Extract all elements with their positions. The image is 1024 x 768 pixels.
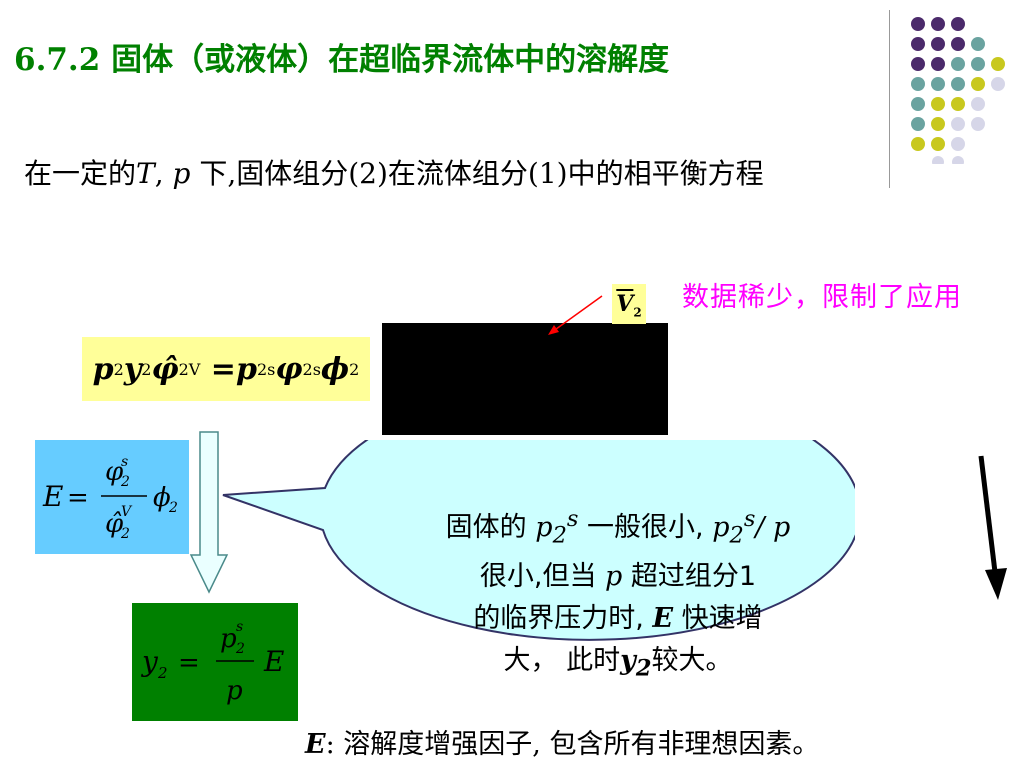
svg-text:2: 2 [120,526,130,542]
molar-volume-symbol: V2 [612,284,646,324]
solubility-formula: y 2 = p 2 s p E [140,619,284,706]
svg-text:E: E [42,480,63,513]
svg-text:φ̂: φ̂ [105,509,124,539]
svg-text:V: V [121,504,133,520]
redacted-box [382,323,668,435]
divider-line [889,10,890,188]
bubble-explanation: 固体的 p2s 一般很小, p2s/ p 很小,但当 p 超过组分1 的临界压力… [398,498,838,690]
bubble-line-2: 很小,但当 p 超过组分1 [479,561,757,593]
slide-title: 6.7.2 固体（或液体）在超临界流体中的溶解度 [14,42,670,78]
solubility-equation: y 2 = p 2 s p E [132,603,298,721]
black-down-arrow-icon [978,455,1007,600]
svg-text:=: = [67,483,89,513]
svg-text:ϕ: ϕ [153,483,171,513]
red-arrow-icon [548,295,603,335]
svg-text:y: y [140,645,159,678]
svg-text:φ: φ [105,457,124,487]
svg-text:2: 2 [168,500,178,516]
bubble-line-4: 大， 此时y2较大。 [503,645,733,682]
svg-text:E: E [263,645,284,678]
svg-text:s: s [236,619,243,635]
svg-text:2: 2 [157,664,168,682]
speech-bubble [222,440,855,641]
hollow-down-arrow-icon [190,431,229,594]
svg-text:=: = [178,648,200,678]
svg-text:2: 2 [120,474,130,490]
svg-text:p: p [220,624,237,654]
dot-grid-decoration [911,17,1005,164]
svg-text:p: p [226,676,243,706]
svg-text:s: s [121,454,128,470]
enhancement-factor-formula: E = φ 2 s φ̂ 2 V ϕ 2 [42,454,178,542]
footer-definition: E: 溶解度增强因子, 包含所有非理想因素。 [305,729,820,760]
data-scarce-note: 数据稀少，限制了应用 [682,282,962,313]
bubble-line-1: 固体的 p2s 一般很小, p2s/ p [445,506,791,549]
subtitle: 在一定的T, p 下,固体组分(2)在流体组分(1)中的相平衡方程 [24,157,764,190]
enhancement-factor-equation: E = φ 2 s φ̂ 2 V ϕ 2 [35,440,189,554]
bubble-line-3: 的临界压力时, E 快速增 [473,603,763,635]
svg-text:2: 2 [235,641,245,657]
